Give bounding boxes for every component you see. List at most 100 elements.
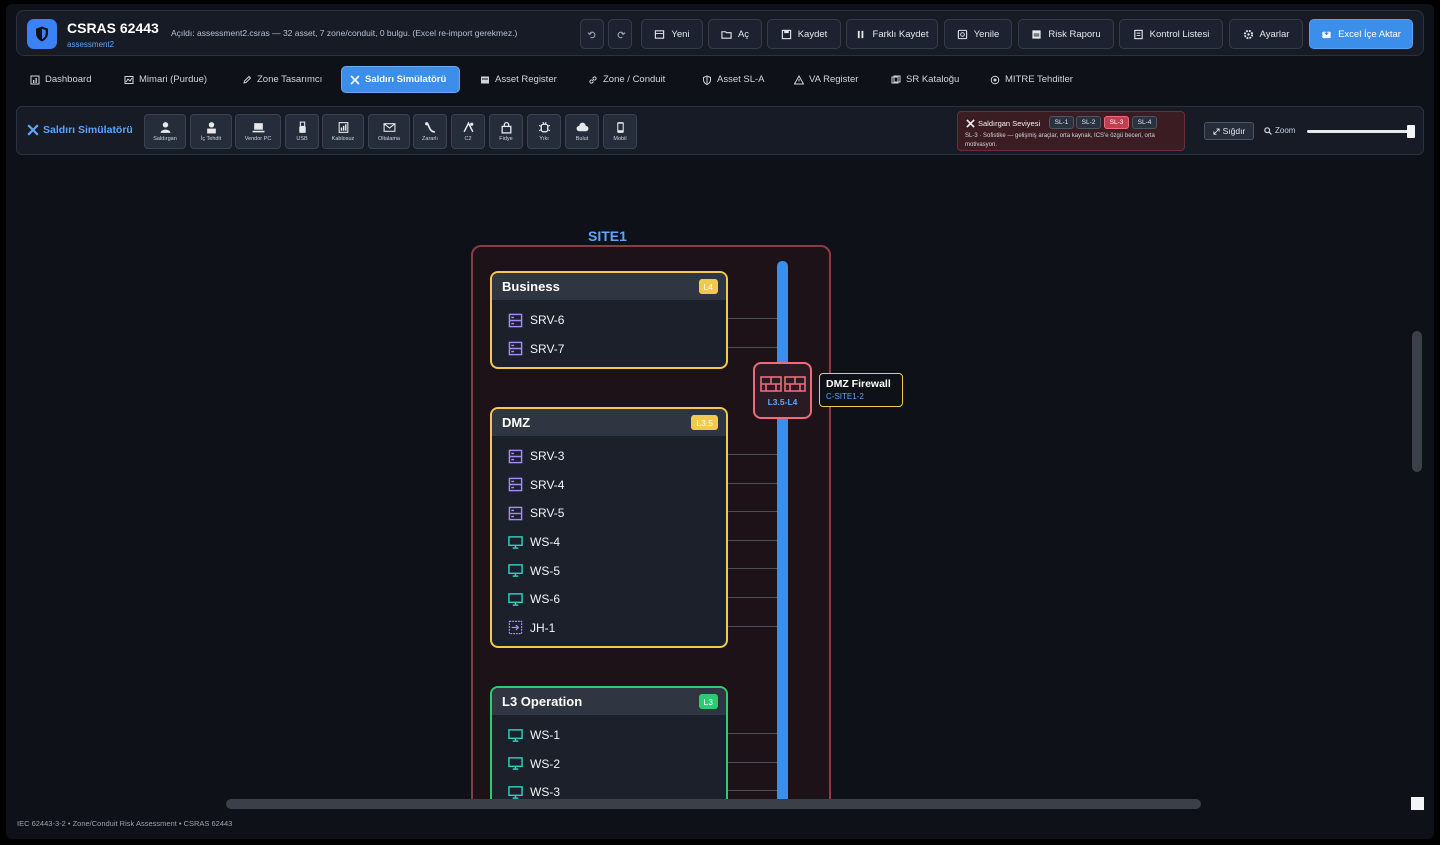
asset-item[interactable]: WS-5 [492, 556, 726, 585]
asset-item[interactable]: WS-3 [492, 778, 726, 807]
asset-item[interactable]: WS-4 [492, 528, 726, 557]
tool-insider-threat[interactable]: İç Tehdit [190, 114, 232, 149]
tool-cloud[interactable]: Bulut [565, 114, 599, 149]
checklist-button-label: Kontrol Listesi [1149, 28, 1210, 40]
mobile-icon [616, 122, 624, 133]
tab-zone-designer[interactable]: Zone Tasarımcı [234, 66, 330, 93]
asset-name: SRV-3 [530, 449, 565, 464]
tab-label: Mimari (Purdue) [139, 74, 208, 85]
server-icon [508, 506, 523, 521]
excel-import-button[interactable]: Excel İçe Aktar [1309, 19, 1413, 49]
malware-icon [424, 122, 435, 133]
monitor-icon [508, 535, 523, 550]
tool-attacker[interactable]: Saldırgan [144, 114, 186, 149]
asset-name: JH-1 [530, 620, 556, 635]
asset-name: SRV-7 [530, 341, 565, 356]
zone-level-badge: L3 [698, 694, 718, 709]
level-sl2-button[interactable]: SL-2 [1076, 116, 1101, 129]
tab-va-register[interactable]: VA Register [786, 66, 866, 93]
tab-dashboard[interactable]: Dashboard [22, 66, 99, 93]
asset-item[interactable]: WS-2 [492, 750, 726, 779]
checklist-button[interactable]: Kontrol Listesi [1119, 19, 1223, 49]
report-icon [1032, 29, 1041, 39]
tab-mitre-threats[interactable]: MITRE Tehditler [982, 66, 1081, 93]
asset-name: WS-5 [530, 563, 560, 578]
asset-item[interactable]: WS-6 [492, 585, 726, 614]
tool-label: İç Tehdit [200, 136, 222, 142]
expand-icon [1213, 127, 1220, 135]
undo-button[interactable] [580, 19, 604, 49]
tool-ransomware[interactable]: Fidye [489, 114, 523, 149]
tool-usb[interactable]: USB [285, 114, 319, 149]
laptop-icon [252, 123, 264, 133]
asset-name: SRV-6 [530, 313, 565, 328]
asset-name: SRV-4 [530, 477, 565, 492]
vertical-scrollbar[interactable] [1412, 331, 1422, 472]
tab-label: MITRE Tehditler [1005, 74, 1073, 85]
refresh-button[interactable]: Yenile [944, 19, 1012, 49]
server-icon [508, 341, 523, 356]
save-button[interactable]: Kaydet [767, 19, 841, 49]
app-window: CSRAS 62443 assessment2 Açıldı: assessme… [6, 4, 1434, 839]
settings-button-label: Ayarlar [1259, 28, 1290, 40]
warning-icon [794, 74, 804, 84]
dmz-firewall-node[interactable]: L3.5-L4 [753, 362, 812, 419]
tool-label: Vendor PC [244, 136, 272, 142]
firewall-label: DMZ Firewall C-SITE1-2 [819, 373, 903, 407]
tool-wiper[interactable]: Yıkı [527, 114, 561, 149]
asset-item[interactable]: WS-1 [492, 721, 726, 750]
tab-sr-catalog[interactable]: SR Kataloğu [883, 66, 967, 93]
asset-connector [728, 790, 783, 792]
asset-item[interactable]: SRV-5 [492, 499, 726, 528]
asset-item[interactable]: JH-1 [492, 614, 726, 643]
zoom-slider-thumb[interactable] [1407, 125, 1415, 138]
tab-label: Saldırı Simülatörü [365, 74, 447, 85]
level-sl3-button[interactable]: SL-3 [1104, 116, 1129, 129]
architecture-icon [124, 75, 134, 84]
status-message: Açıldı: assessment2.csras — 32 asset, 7 … [171, 28, 518, 38]
tool-malware[interactable]: Zararlı [413, 114, 447, 149]
simulator-title-label: Saldırı Simülatörü [43, 124, 133, 136]
catalog-icon [891, 75, 901, 83]
asset-item[interactable]: SRV-7 [492, 335, 726, 364]
asset-item[interactable]: SRV-4 [492, 471, 726, 500]
zoom-slider-track[interactable] [1307, 130, 1411, 133]
asset-connector [728, 568, 783, 570]
level-sl1-button[interactable]: SL-1 [1049, 116, 1074, 129]
asset-item[interactable]: SRV-3 [492, 442, 726, 471]
settings-button[interactable]: Ayarlar [1229, 19, 1303, 49]
tab-asset-register[interactable]: Asset Register [472, 66, 565, 93]
tool-wireless[interactable]: Kablosuz [322, 114, 364, 149]
link-icon [589, 75, 597, 84]
tab-zone-conduit[interactable]: Zone / Conduit [580, 66, 673, 93]
tool-c2[interactable]: C2 [451, 114, 485, 149]
fit-button[interactable]: Sığdır [1204, 122, 1254, 140]
tool-label: Zararlı [422, 136, 438, 142]
lock-icon [501, 121, 511, 134]
tool-phishing[interactable]: Oltalama [368, 114, 410, 149]
tab-attack-simulator[interactable]: Saldırı Simülatörü [341, 66, 460, 93]
firewall-name: DMZ Firewall [826, 378, 891, 390]
folder-icon [721, 30, 732, 39]
tool-vendor-pc[interactable]: Vendor PC [235, 114, 281, 149]
horizontal-scrollbar[interactable] [226, 799, 1201, 809]
network-bus [777, 261, 788, 807]
open-button[interactable]: Aç [708, 19, 762, 49]
redo-button[interactable] [608, 19, 632, 49]
monitor-icon [508, 785, 523, 800]
save-as-button[interactable]: Farklı Kaydet [846, 19, 938, 49]
asset-item[interactable]: SRV-6 [492, 306, 726, 335]
risk-report-button[interactable]: Risk Raporu [1018, 19, 1114, 49]
tool-mobile[interactable]: Mobil [603, 114, 637, 149]
new-button[interactable]: Yeni [641, 19, 703, 49]
level-sl4-button[interactable]: SL-4 [1132, 116, 1157, 129]
server-icon [508, 313, 523, 328]
checklist-icon [1133, 29, 1143, 39]
tab-architecture[interactable]: Mimari (Purdue) [116, 66, 215, 93]
tab-asset-sla[interactable]: Asset SL-A [694, 66, 773, 93]
